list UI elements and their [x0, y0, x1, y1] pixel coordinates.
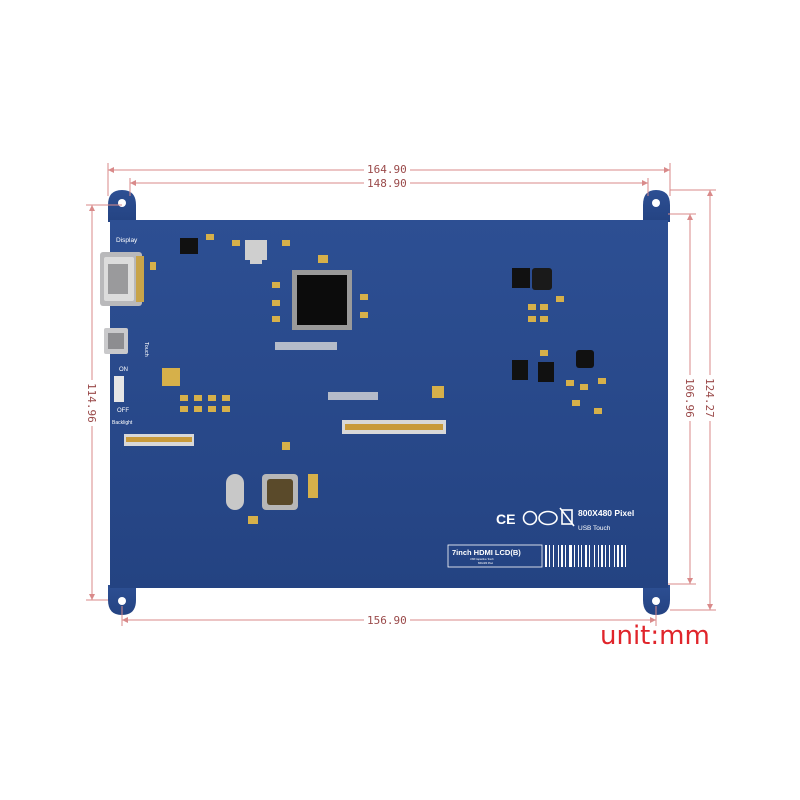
dimension-hole-spacing-width: 156.90 [367, 614, 407, 627]
barcode-bar [558, 545, 559, 567]
main-ic-chip [292, 270, 352, 330]
backlight-dip-switch [114, 376, 124, 402]
regulator-ic [576, 350, 594, 368]
barcode-bar [553, 545, 554, 567]
barcode-bar [625, 545, 626, 567]
unit-label: unit:mm [600, 621, 710, 651]
dimension-arrows [89, 167, 713, 623]
dimension-hole-spacing-height: 106.96 [683, 378, 696, 418]
product-label-box [447, 544, 543, 568]
barcode-bar [561, 545, 563, 567]
product-sub-2: 800x480 Pixel [478, 562, 493, 565]
dimension-outer-width: 164.90 [367, 163, 407, 176]
mounting-hole [652, 199, 660, 207]
fc-mark-icon [522, 510, 538, 526]
recycle-bin-icon [561, 509, 573, 525]
barcode-bar [549, 545, 550, 567]
ccc-mark-icon [538, 510, 558, 526]
barcode-bar [581, 545, 582, 567]
barcode-bar [545, 545, 547, 567]
mounting-hole [118, 199, 126, 207]
barcode-bar [594, 545, 595, 567]
barcode-bar [578, 545, 579, 567]
barcode-bar [609, 545, 610, 567]
mounting-hole [118, 597, 126, 605]
certification-marks: CE [496, 507, 575, 527]
power-ic [512, 268, 530, 288]
mounting-holes [118, 199, 660, 605]
barcode-bar [617, 545, 619, 567]
usb-touch-label: USB Touch [578, 525, 611, 532]
barcode-bar [605, 545, 606, 567]
on-label: ON [119, 367, 128, 373]
barcode-bar [565, 545, 566, 567]
barcode-bar [621, 545, 623, 567]
barcode-bar [585, 545, 587, 567]
pcb-board [110, 220, 668, 588]
barcode-bar [614, 545, 615, 567]
ce-mark-icon: CE [496, 511, 515, 527]
barcode-bar [589, 545, 590, 567]
mounting-hole [652, 597, 660, 605]
barcode [545, 545, 626, 567]
resolution-label: 800X480 Pixel [578, 508, 634, 518]
hdmi-connector [100, 252, 144, 306]
barcode-bar [598, 545, 599, 567]
touch-label: Touch [143, 342, 149, 357]
product-sub-1: USB Capacitive Touch [470, 558, 494, 561]
backlight-label: Backlight [112, 420, 133, 426]
barcode-bar [574, 545, 575, 567]
dimension-outer-height: 124.27 [703, 378, 716, 418]
dimension-board-height: 114.96 [85, 383, 98, 423]
barcode-bar [601, 545, 603, 567]
off-label: OFF [117, 408, 129, 414]
display-label: Display [116, 237, 138, 244]
crystal-oscillator [226, 474, 244, 510]
usb-connector [104, 328, 128, 354]
barcode-bar [569, 545, 572, 567]
dimension-inner-width: 148.90 [367, 177, 407, 190]
product-name: 7inch HDMI LCD(B) [452, 548, 521, 557]
